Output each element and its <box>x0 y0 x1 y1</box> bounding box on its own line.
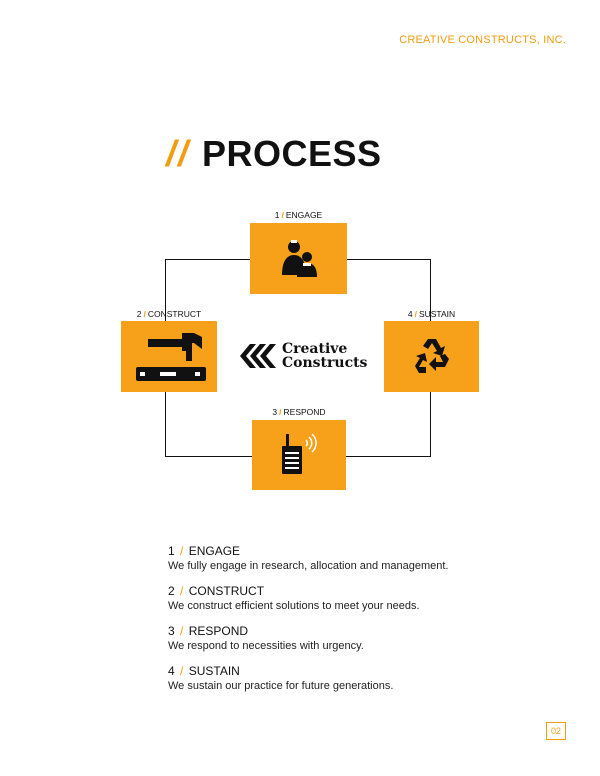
company-logo: Creative Constructs <box>240 340 367 372</box>
step-descriptions: 1 / ENGAGE We fully engage in research, … <box>168 544 548 704</box>
description-item-engage: 1 / ENGAGE We fully engage in research, … <box>168 544 548 572</box>
step-label-construct: 2/CONSTRUCT <box>136 309 202 319</box>
connector-top-left <box>165 259 250 321</box>
step-label-engage: 1/ENGAGE <box>274 210 323 220</box>
people-icon <box>281 239 317 277</box>
step-box-engage <box>250 223 347 294</box>
process-diagram: 1/ENGAGE 2/CONSTRUCT <box>121 210 479 490</box>
description-text: We construct efficient solutions to meet… <box>168 600 420 612</box>
description-text: We respond to necessities with urgency. <box>168 640 364 652</box>
step-box-construct <box>121 321 217 392</box>
description-item-sustain: 4 / SUSTAIN We sustain our practice for … <box>168 664 548 692</box>
title-text: PROCESS <box>202 133 382 174</box>
radio-icon <box>282 433 317 474</box>
description-text: We fully engage in research, allocation … <box>168 560 449 572</box>
page-title: // PROCESS <box>166 133 382 175</box>
recycle-icon <box>414 338 449 373</box>
description-text: We sustain our practice for future gener… <box>168 680 394 692</box>
logo-line-1: Creative <box>282 341 348 357</box>
step-label-respond: 3/RESPOND <box>272 407 326 417</box>
connector-bottom-left <box>165 392 252 457</box>
step-box-sustain <box>384 321 479 392</box>
connector-bottom-right <box>346 392 431 457</box>
company-name: CREATIVE CONSTRUCTS, INC. <box>399 34 566 46</box>
step-box-respond <box>252 420 346 490</box>
chevron-logo-icon <box>240 344 276 368</box>
hammer-level-icon <box>136 332 206 381</box>
connector-top-right <box>347 259 431 321</box>
step-label-sustain: 4/SUSTAIN <box>407 309 456 319</box>
page-number: 02 <box>546 722 566 740</box>
description-item-respond: 3 / RESPOND We respond to necessities wi… <box>168 624 548 652</box>
title-slashes: // <box>166 133 191 174</box>
logo-line-2: Constructs <box>282 355 368 371</box>
description-item-construct: 2 / CONSTRUCT We construct efficient sol… <box>168 584 548 612</box>
